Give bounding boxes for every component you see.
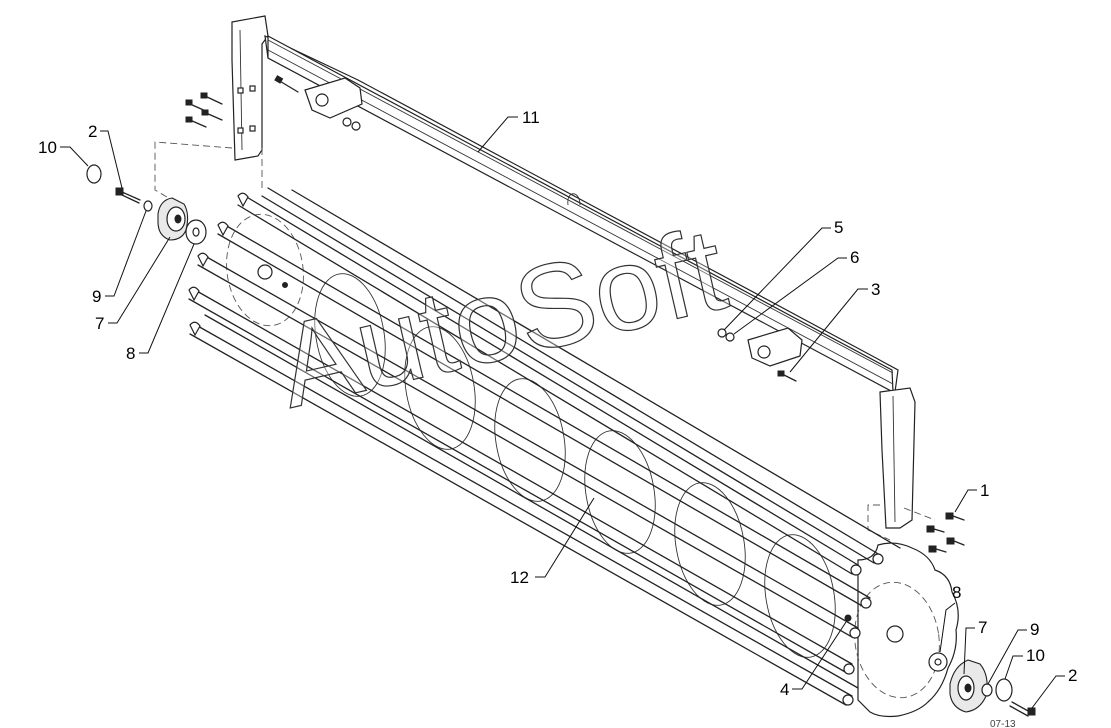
drawing-code: 07-13: [990, 719, 1016, 728]
left-hardware: [86, 164, 207, 245]
frame-bolts: [185, 75, 797, 382]
bolt-icon: [201, 109, 223, 121]
callout-10-right: 10: [1026, 646, 1045, 665]
o-ring-icon: [995, 678, 1013, 702]
callout-3: 3: [871, 280, 880, 299]
callout-7: 7: [95, 314, 104, 333]
callout-10: 10: [38, 138, 57, 157]
callout-2: 2: [88, 122, 97, 141]
callout-6: 6: [850, 248, 859, 267]
callout-8-right: 8: [952, 583, 961, 602]
cage-rods: [188, 187, 901, 706]
o-ring-icon: [86, 164, 102, 184]
callout-12: 12: [510, 568, 529, 587]
bolt-icon: [115, 187, 141, 204]
bolt-icon: [777, 370, 797, 382]
bolt-icon: [185, 116, 207, 128]
callout-7-right: 7: [978, 618, 987, 637]
callout-11: 11: [522, 108, 540, 127]
watermark: AutoSoft: [266, 203, 737, 433]
callout-1: 1: [980, 481, 989, 500]
callout-4: 4: [780, 680, 789, 699]
callout-9: 9: [92, 287, 101, 306]
callout-9-right: 9: [1030, 620, 1039, 639]
bolt-icon: [200, 92, 223, 105]
bolt-icon: [274, 75, 299, 93]
right-hardware: [717, 328, 1036, 717]
callout-8: 8: [126, 344, 135, 363]
callout-2-right: 2: [1068, 666, 1077, 685]
callouts: 11 10 2 9 7 8 5 6 3 1 12 8 7: [38, 108, 1077, 709]
bolt-icon: [946, 537, 965, 546]
bolt-icon: [945, 512, 965, 521]
bolt-icon: [926, 525, 945, 533]
bolt-icon: [1009, 701, 1036, 717]
bolt-icon: [928, 545, 947, 553]
frame-part-11: [154, 15, 936, 541]
cage-roller-part-12: [188, 187, 959, 718]
callout-5: 5: [834, 218, 843, 237]
